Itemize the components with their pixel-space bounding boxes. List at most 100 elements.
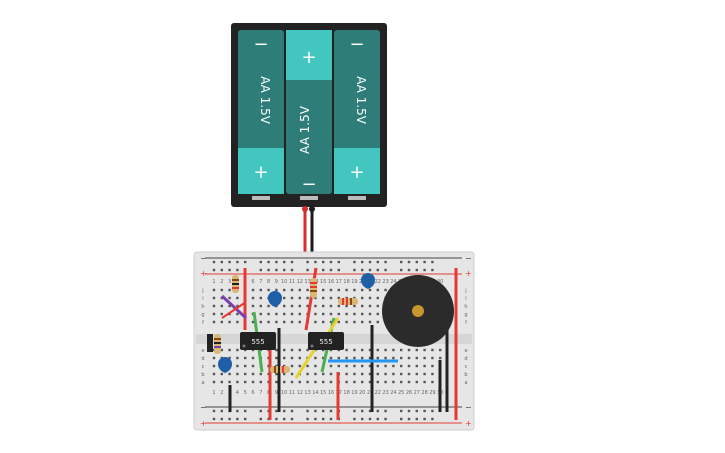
- hole[interactable]: [220, 380, 223, 384]
- hole[interactable]: [283, 304, 286, 308]
- hole[interactable]: [345, 320, 348, 324]
- hole[interactable]: [400, 380, 403, 384]
- hole[interactable]: [407, 417, 411, 421]
- hole[interactable]: [376, 304, 379, 308]
- hole[interactable]: [353, 288, 356, 292]
- hole[interactable]: [400, 268, 403, 272]
- hole[interactable]: [251, 320, 255, 324]
- hole[interactable]: [329, 356, 333, 360]
- hole[interactable]: [423, 356, 426, 360]
- hole[interactable]: [415, 356, 418, 360]
- hole[interactable]: [353, 417, 356, 421]
- hole[interactable]: [368, 320, 372, 324]
- hole[interactable]: [353, 268, 356, 272]
- hole[interactable]: [337, 320, 340, 324]
- hole[interactable]: [345, 380, 348, 384]
- hole[interactable]: [423, 380, 426, 384]
- hole[interactable]: [236, 320, 239, 324]
- diode[interactable]: [207, 334, 213, 352]
- hole[interactable]: [275, 417, 278, 421]
- hole[interactable]: [298, 304, 301, 308]
- hole[interactable]: [275, 409, 278, 413]
- hole[interactable]: [290, 268, 294, 272]
- hole[interactable]: [283, 260, 286, 264]
- hole[interactable]: [368, 268, 372, 272]
- hole[interactable]: [400, 356, 403, 360]
- hole[interactable]: [244, 380, 247, 384]
- capacitor[interactable]: [361, 273, 375, 289]
- hole[interactable]: [212, 260, 216, 264]
- hole[interactable]: [290, 288, 294, 292]
- hole[interactable]: [384, 288, 387, 292]
- hole[interactable]: [220, 320, 223, 324]
- hole[interactable]: [376, 268, 379, 272]
- hole[interactable]: [275, 260, 278, 264]
- hole[interactable]: [298, 296, 301, 300]
- hole[interactable]: [212, 364, 216, 368]
- hole[interactable]: [353, 372, 356, 376]
- hole[interactable]: [220, 409, 223, 413]
- hole[interactable]: [415, 380, 418, 384]
- hole[interactable]: [361, 296, 364, 300]
- hole[interactable]: [220, 348, 223, 352]
- hole[interactable]: [259, 320, 262, 324]
- hole[interactable]: [275, 356, 278, 360]
- hole[interactable]: [353, 304, 356, 308]
- hole[interactable]: [228, 296, 231, 300]
- hole[interactable]: [314, 364, 317, 368]
- hole[interactable]: [228, 304, 231, 308]
- hole[interactable]: [290, 304, 294, 308]
- hole[interactable]: [361, 372, 364, 376]
- capacitor[interactable]: [218, 357, 232, 373]
- hole[interactable]: [431, 372, 434, 376]
- hole[interactable]: [306, 380, 309, 384]
- hole[interactable]: [345, 364, 348, 368]
- hole[interactable]: [290, 409, 294, 413]
- hole[interactable]: [392, 364, 395, 368]
- hole[interactable]: [361, 320, 364, 324]
- hole[interactable]: [415, 364, 418, 368]
- hole[interactable]: [275, 320, 278, 324]
- hole[interactable]: [407, 356, 411, 360]
- hole[interactable]: [244, 372, 247, 376]
- hole[interactable]: [384, 364, 387, 368]
- hole[interactable]: [275, 348, 278, 352]
- hole[interactable]: [407, 380, 411, 384]
- hole[interactable]: [306, 268, 309, 272]
- hole[interactable]: [212, 304, 216, 308]
- hole[interactable]: [314, 312, 317, 316]
- hole[interactable]: [376, 417, 379, 421]
- hole[interactable]: [337, 268, 340, 272]
- hole[interactable]: [220, 304, 223, 308]
- hole[interactable]: [400, 372, 403, 376]
- hole[interactable]: [431, 417, 434, 421]
- hole[interactable]: [298, 356, 301, 360]
- hole[interactable]: [361, 312, 364, 316]
- hole[interactable]: [314, 417, 317, 421]
- hole[interactable]: [212, 312, 216, 316]
- hole[interactable]: [431, 364, 434, 368]
- hole[interactable]: [306, 260, 309, 264]
- hole[interactable]: [283, 268, 286, 272]
- hole[interactable]: [376, 372, 379, 376]
- hole[interactable]: [322, 260, 325, 264]
- hole[interactable]: [212, 380, 216, 384]
- hole[interactable]: [244, 364, 247, 368]
- hole[interactable]: [290, 356, 294, 360]
- hole[interactable]: [329, 372, 333, 376]
- hole[interactable]: [329, 417, 333, 421]
- hole[interactable]: [322, 409, 325, 413]
- hole[interactable]: [368, 348, 372, 352]
- hole[interactable]: [322, 296, 325, 300]
- hole[interactable]: [259, 312, 262, 316]
- hole[interactable]: [407, 372, 411, 376]
- hole[interactable]: [322, 356, 325, 360]
- hole[interactable]: [236, 304, 239, 308]
- hole[interactable]: [236, 260, 239, 264]
- hole[interactable]: [212, 356, 216, 360]
- hole[interactable]: [329, 320, 333, 324]
- hole[interactable]: [228, 348, 231, 352]
- hole[interactable]: [384, 356, 387, 360]
- hole[interactable]: [290, 312, 294, 316]
- hole[interactable]: [228, 268, 231, 272]
